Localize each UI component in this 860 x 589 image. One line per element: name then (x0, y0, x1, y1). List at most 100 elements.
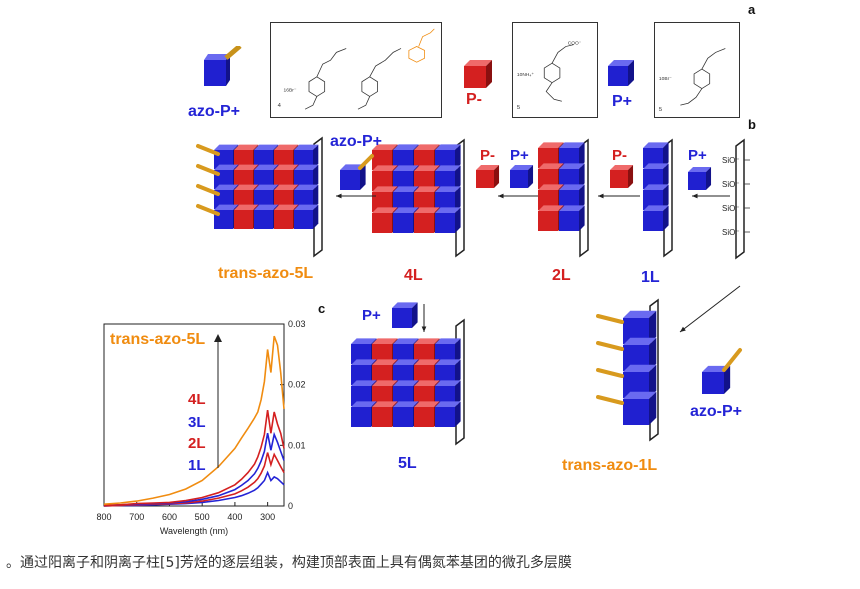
step3-reagent-label: P+ (510, 147, 529, 164)
panel-label-b: b (748, 117, 756, 132)
arrow-to-trans-azo-1l (679, 285, 741, 333)
lower-p-plus-cube (392, 302, 418, 328)
growth-arrow-head (214, 334, 222, 342)
substrate-sio-label: SiO⁻ (722, 204, 740, 213)
product-1l-label: 1L (641, 269, 660, 286)
svg-text:5: 5 (517, 105, 521, 111)
step5-reagent-label: azo-P+ (330, 133, 383, 150)
stack-5l-cube (435, 359, 461, 385)
azo-tail (196, 204, 220, 216)
svg-text:10NH₄⁺: 10NH₄⁺ (517, 72, 534, 78)
stack-2l-cube (559, 163, 585, 189)
stack-2l-cube (559, 205, 585, 231)
p-minus-cube-icon (464, 60, 492, 88)
stack-5l-cube (435, 380, 461, 406)
arrow-step2-head (598, 193, 604, 199)
x-tick-label: 700 (129, 512, 144, 522)
panel-label-a: a (748, 2, 756, 17)
legend-trans-azo-5l: trans-azo-5L (110, 331, 206, 348)
svg-text:10Br⁻: 10Br⁻ (659, 76, 672, 82)
stack-azo-1l-cube (623, 310, 657, 344)
stack-4l-cube (435, 165, 461, 191)
substrate-sio-label: SiO⁻ (722, 180, 740, 189)
step2-reagent-label: P- (612, 147, 627, 164)
p-plus-structure: 10Br⁻ 5 (659, 48, 726, 113)
svg-text:16Br⁻: 16Br⁻ (284, 88, 297, 94)
series-line-4L (103, 409, 285, 507)
azo-p-plus-cube-icon (204, 46, 242, 86)
p-plus-label: P+ (612, 93, 633, 110)
reagent-azo-tail (358, 154, 374, 170)
x-tick-label: 300 (260, 512, 275, 522)
stack-5l-azo-cube (294, 184, 319, 209)
azo-1l-tail (596, 368, 624, 378)
azo-tail (196, 164, 220, 176)
substrate-sio-label: SiO⁻ (722, 156, 740, 165)
stack-azo-1l-cube (623, 391, 657, 425)
stack-5l-azo-cube (294, 204, 319, 229)
substrate-plate (735, 138, 745, 260)
arrow-to-trans-azo-1l-head (680, 326, 686, 332)
stack-1l-cube (643, 142, 669, 168)
x-axis-label: Wavelength (nm) (160, 526, 228, 536)
stack-4l-cube (435, 144, 461, 170)
uv-vis-chart: 30040050060070080000.010.020.03Wavelengt… (96, 319, 306, 536)
structure-azo-p-plus: 4 16Br⁻ (270, 22, 442, 118)
arrow-step3-head (498, 193, 504, 199)
azo-p-plus-label: azo-P+ (188, 103, 241, 120)
stack-5l-cube (435, 338, 461, 364)
p-plus-cube-icon (608, 60, 634, 86)
arrow-step5-head (336, 193, 342, 199)
stack-2l-cube (559, 142, 585, 168)
stack-1l-cube (643, 205, 669, 231)
y-tick-label: 0.02 (288, 380, 306, 390)
product-4l-label: 4L (404, 267, 423, 284)
plot-frame (103, 323, 285, 507)
reagent-p-plus-cube (688, 166, 712, 190)
x-tick-label: 600 (162, 512, 177, 522)
arrow-to-5l-head (421, 326, 427, 332)
legend-2l: 2L (188, 435, 206, 452)
legend-1l: 1L (188, 457, 206, 474)
x-tick-label: 800 (96, 512, 111, 522)
scheme-drawing: SiO⁻ SiO⁻ SiO⁻ SiO⁻ (196, 136, 750, 446)
azo-1l-tail (596, 314, 624, 324)
p-minus-structure: COO⁻ 10NH₄⁺ 5 (517, 41, 582, 111)
structure-p-plus: 10Br⁻ 5 (654, 22, 740, 118)
lower-azo-reagent-label: azo-P+ (690, 403, 743, 420)
svg-text:4: 4 (278, 103, 282, 109)
svg-text:COO⁻: COO⁻ (568, 41, 582, 47)
stack-5l-azo-cube (294, 144, 319, 169)
reagent-p-minus-cube (610, 164, 634, 188)
arrow-step1-head (692, 193, 698, 199)
lower-p-plus-reagent-label: P+ (362, 307, 381, 324)
figure-caption: 通过阳离子和阴离子柱[5]芳烃的逐层组装，构建顶部表面上具有偶氮苯基团的微孔多层… (6, 555, 572, 571)
azo-tail (196, 184, 220, 196)
stack-1l-cube (643, 184, 669, 210)
stack-5l-cube (435, 401, 461, 427)
y-tick-label: 0 (288, 501, 293, 511)
product-5l-label: 5L (398, 455, 417, 472)
reagent-p-plus-cube (510, 164, 534, 188)
product-trans-azo-1l-label: trans-azo-1L (562, 457, 658, 474)
structure-p-minus: COO⁻ 10NH₄⁺ 5 (512, 22, 598, 118)
stack-1l-cube (643, 163, 669, 189)
x-tick-label: 500 (195, 512, 210, 522)
substrate-sio-label: SiO⁻ (722, 228, 740, 237)
layer-scheme: SiO⁻ SiO⁻ SiO⁻ SiO⁻ (196, 136, 750, 446)
step1-reagent-label: P+ (688, 147, 707, 164)
azo-1l-tail (596, 395, 624, 405)
reagent-p-minus-cube (476, 164, 500, 188)
stack-5l-azo-cube (294, 164, 319, 189)
product-trans-azo-5l-label: trans-azo-5L (218, 265, 314, 282)
azo-tail (196, 144, 220, 156)
azo-1l-tail (596, 341, 624, 351)
azo-pillararene-structure: 4 16Br⁻ (278, 28, 435, 110)
legend-4l: 4L (188, 391, 206, 408)
p-minus-label: P- (466, 91, 482, 108)
y-tick-label: 0.01 (288, 440, 306, 450)
y-tick-label: 0.03 (288, 319, 306, 329)
product-2l-label: 2L (552, 267, 571, 284)
panel-label-c: c (318, 301, 326, 316)
series-line-trans-azo-5L (103, 335, 285, 505)
